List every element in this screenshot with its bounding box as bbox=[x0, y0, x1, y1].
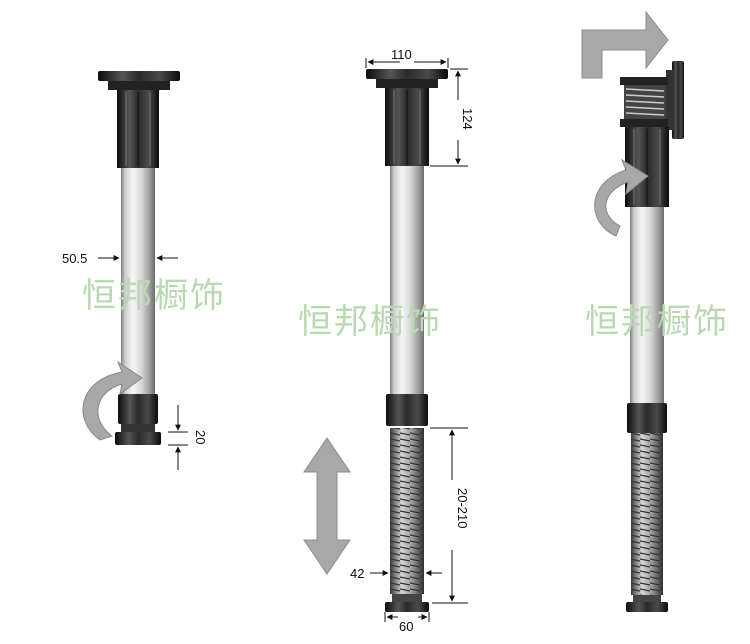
dim-collar-height: 124 bbox=[430, 68, 475, 167]
leg-middle bbox=[366, 69, 448, 612]
rotate-arrow-icon bbox=[82, 360, 143, 441]
dim-label-foot-height: 20 bbox=[193, 430, 208, 444]
double-vertical-arrow-icon bbox=[303, 437, 351, 575]
dim-label-foot-diameter: 60 bbox=[399, 619, 413, 634]
leg-right bbox=[620, 61, 684, 612]
dim-foot-diameter: 60 bbox=[384, 612, 430, 634]
dim-thread-diameter: 42 bbox=[350, 566, 442, 581]
dim-base-plate-width: 110 bbox=[365, 47, 449, 68]
bent-right-arrow-icon bbox=[581, 10, 669, 79]
rotate-arrow-icon bbox=[594, 158, 649, 237]
dim-label-thread-diameter: 42 bbox=[350, 566, 364, 581]
dim-label-collar-height: 124 bbox=[460, 108, 475, 130]
watermark-middle: 恒邦橱饰 bbox=[298, 302, 442, 342]
watermark-left: 恒邦橱饰 bbox=[82, 276, 226, 316]
dim-label-adjust-range: 20-210 bbox=[455, 488, 470, 528]
watermark-right: 恒邦橱饰 bbox=[585, 302, 729, 342]
dim-tube-diameter: 50.5 bbox=[62, 251, 178, 266]
leg-left bbox=[98, 71, 180, 445]
dim-adjust-range: 20-210 bbox=[430, 427, 470, 604]
dim-label-base-plate-width: 110 bbox=[391, 47, 412, 62]
dim-foot-height: 20 bbox=[168, 405, 208, 470]
dim-label-tube-diameter: 50.5 bbox=[62, 251, 87, 266]
